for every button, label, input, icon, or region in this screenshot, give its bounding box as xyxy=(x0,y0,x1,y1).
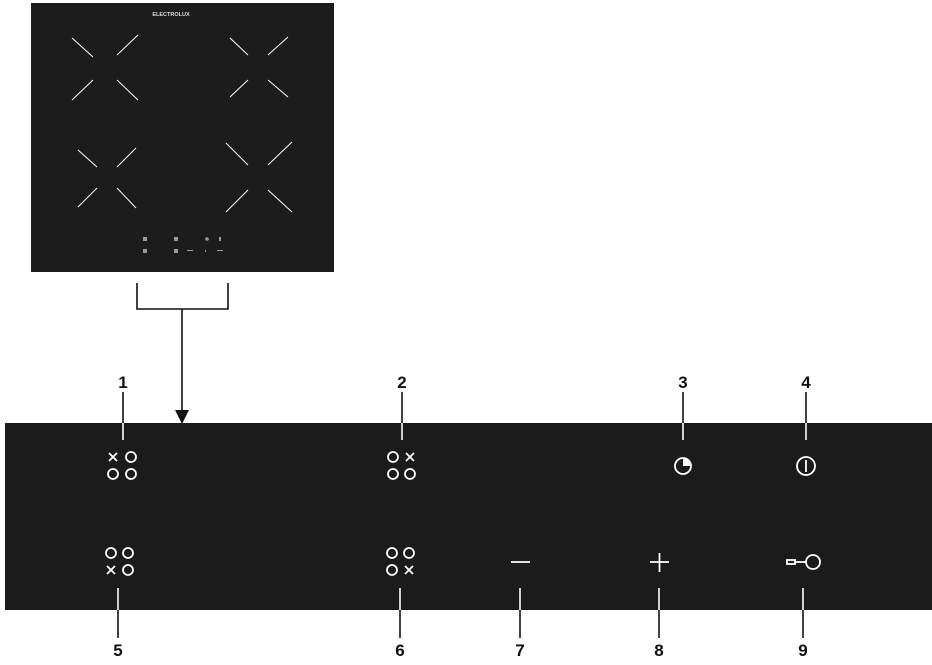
front-left-zone-selector[interactable] xyxy=(107,451,137,480)
control-panel-strip xyxy=(5,423,932,610)
callout-number-8: 8 xyxy=(654,641,663,660)
zone-marker-top-right xyxy=(229,36,289,98)
leader-lines-inner xyxy=(117,423,807,610)
plus-icon xyxy=(650,553,669,572)
callout-number-1: 1 xyxy=(118,373,127,392)
plus-button[interactable] xyxy=(650,553,669,572)
zone-marker-bottom-right xyxy=(225,141,293,213)
zone-marker-top-left xyxy=(71,34,139,101)
power-button[interactable] xyxy=(796,456,816,476)
callout-number-7: 7 xyxy=(515,641,524,660)
callout-number-4: 4 xyxy=(801,373,811,392)
hob-brand-logo: ELECTROLUX xyxy=(152,12,190,18)
callout-number-9: 9 xyxy=(798,641,807,660)
zone-rear-right-icon xyxy=(386,547,415,576)
zone-front-right-icon xyxy=(387,451,416,480)
callout-number-3: 3 xyxy=(678,373,687,392)
zoom-bracket xyxy=(136,283,229,412)
callout-number-6: 6 xyxy=(395,641,404,660)
rear-right-zone-selector[interactable] xyxy=(386,547,415,576)
power-icon xyxy=(796,456,816,476)
key-lock-icon xyxy=(786,554,821,570)
rear-left-zone-selector[interactable] xyxy=(105,547,134,576)
hob-glass-surface xyxy=(31,3,334,272)
zone-rear-left-icon xyxy=(105,547,134,576)
zoom-arrow-head xyxy=(175,410,189,424)
zone-front-left-icon xyxy=(107,451,137,480)
zone-marker-bottom-left xyxy=(77,147,137,209)
front-right-zone-selector[interactable] xyxy=(387,451,416,480)
hob-top-view: ELECTROLUX xyxy=(31,3,334,424)
hob-mini-control-strip xyxy=(143,237,223,253)
callout-number-5: 5 xyxy=(113,641,122,660)
timer-icon xyxy=(674,457,692,475)
timer-button[interactable] xyxy=(674,457,692,475)
lock-button[interactable] xyxy=(786,554,821,570)
cooking-zone-markers xyxy=(71,34,293,213)
callout-number-2: 2 xyxy=(397,373,406,392)
